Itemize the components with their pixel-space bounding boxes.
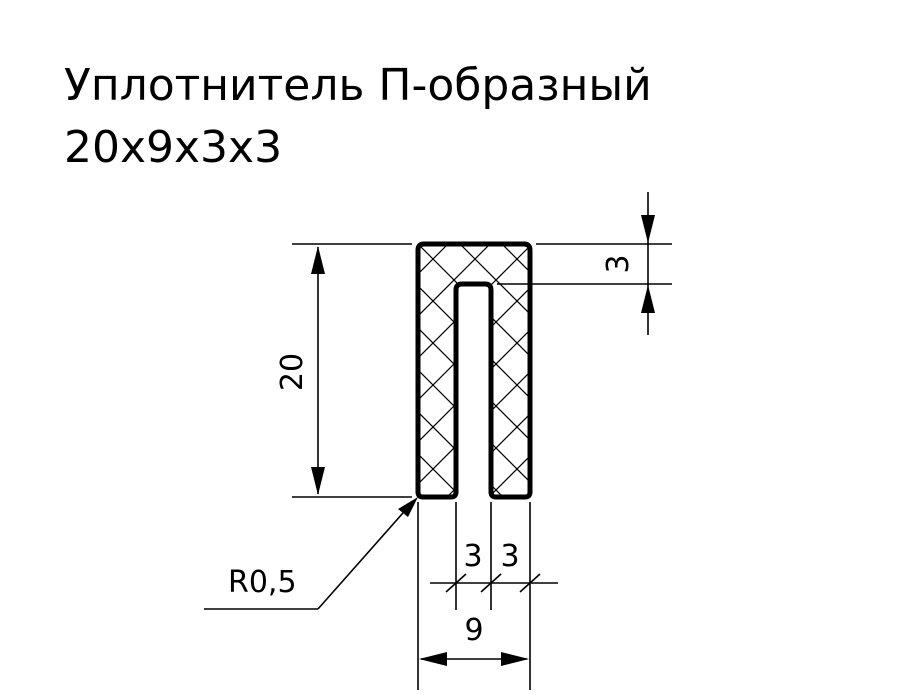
top-thickness-label: 3 xyxy=(601,254,636,273)
top-thickness-dimension: 3 xyxy=(497,192,672,335)
title-line-1: Уплотнитель П-образный xyxy=(64,60,652,111)
height-dimension: 20 xyxy=(275,243,412,498)
slot-wall-dimensions: 3 3 xyxy=(417,502,558,690)
inner-width-dimension: 9 xyxy=(419,613,529,666)
title-line-2: 20x9x3x3 xyxy=(64,122,282,173)
radius-callout: R0,5 xyxy=(204,497,418,610)
radius-label: R0,5 xyxy=(228,565,297,600)
height-dimension-label: 20 xyxy=(275,353,310,391)
cross-hatching xyxy=(418,244,530,497)
slot-width-label: 3 xyxy=(463,539,482,574)
profile-outline xyxy=(415,241,533,500)
wall-width-label: 3 xyxy=(500,539,519,574)
inner-width-label: 9 xyxy=(464,613,483,648)
